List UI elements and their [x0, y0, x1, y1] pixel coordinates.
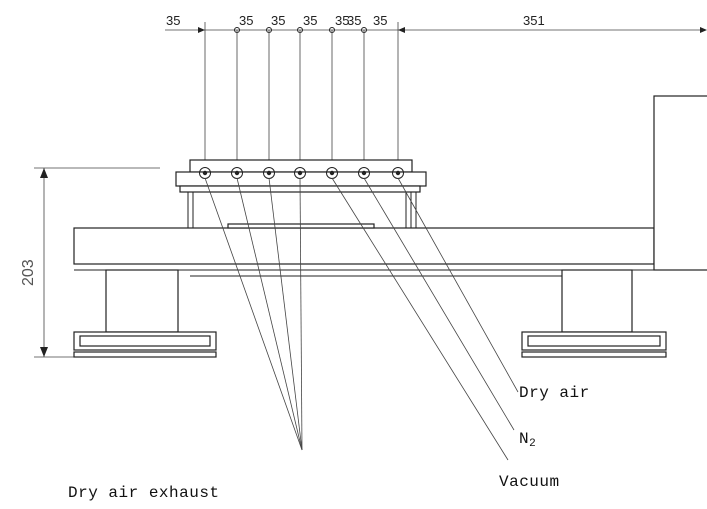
main-frame: [73, 95, 707, 277]
dim-35-7: 35: [373, 13, 387, 28]
dim-35-3: 35: [271, 13, 285, 28]
label-vacuum: Vacuum: [499, 473, 560, 491]
label-n2-subscript: 2: [529, 438, 536, 450]
dim-35-6: 35: [347, 13, 361, 28]
dim-351: 351: [523, 13, 545, 28]
label-n2-base: N: [519, 430, 529, 448]
dim-35-1: 35: [166, 13, 180, 28]
height-dimension: [34, 167, 160, 358]
dim-35-2: 35: [239, 13, 253, 28]
dim-35-5: 35: [335, 13, 349, 28]
left-foot: [73, 269, 217, 358]
right-foot: [521, 269, 667, 358]
label-n2: N2: [519, 430, 536, 450]
manifold-block: [175, 159, 427, 228]
label-dry-air: Dry air: [519, 384, 590, 402]
dim-35-4: 35: [303, 13, 317, 28]
port-extension-lines: [204, 22, 399, 168]
label-dry-air-exhaust: Dry air exhaust: [68, 484, 220, 502]
leader-lines: [204, 177, 519, 461]
dim-203: 203: [20, 259, 37, 286]
